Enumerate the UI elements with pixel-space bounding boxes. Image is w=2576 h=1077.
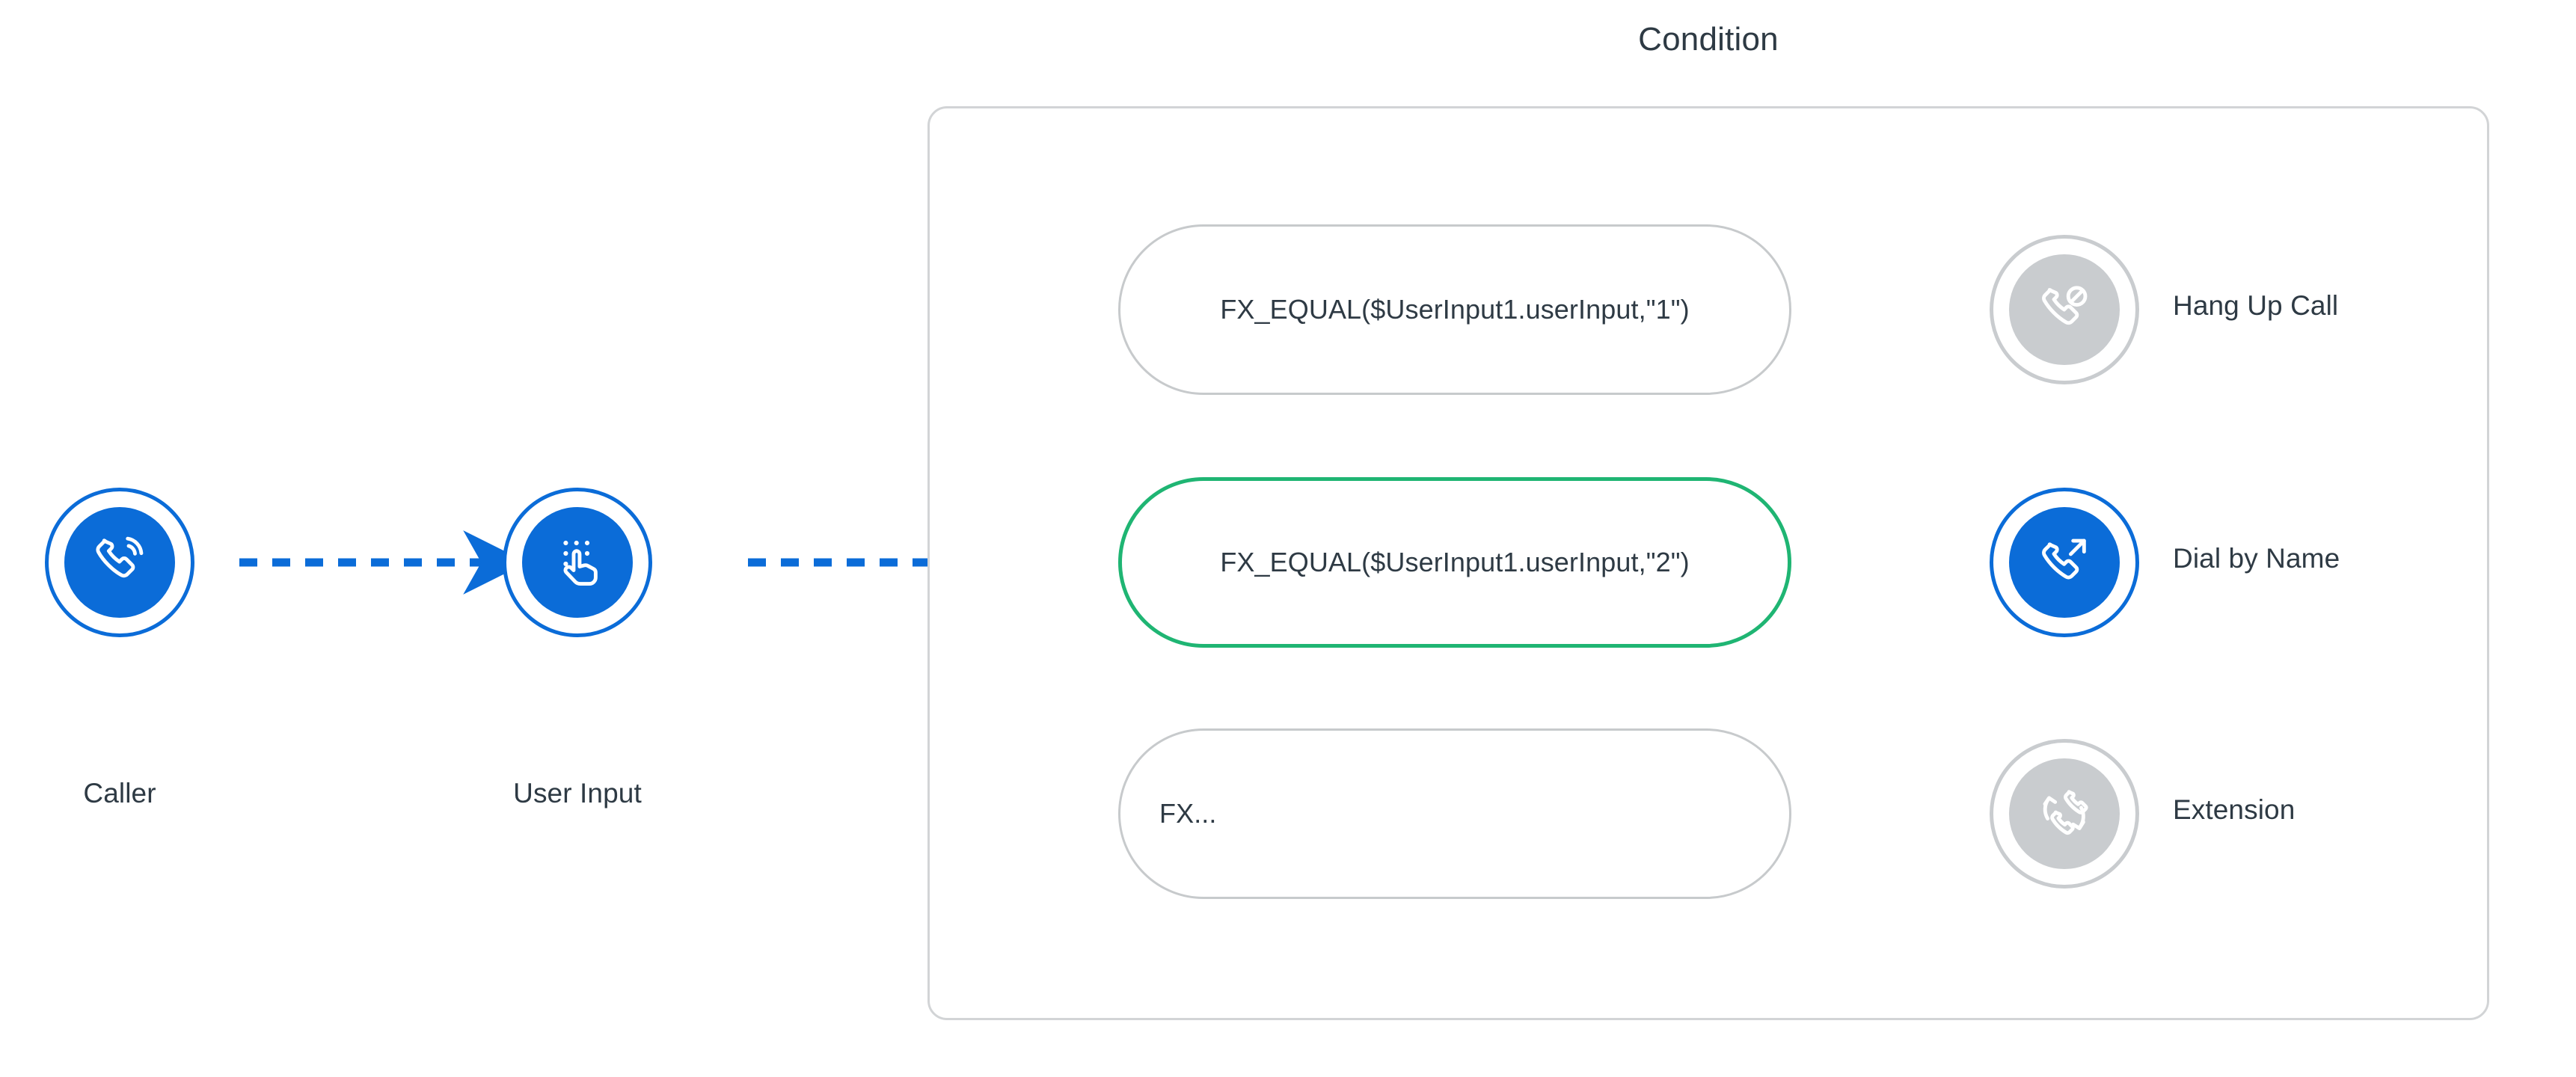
incoming-call-icon [96,536,144,578]
condition-expression-pill-3[interactable]: FX... [1118,728,1791,899]
outgoing-call-icon [2042,538,2086,580]
node-disc [64,507,175,618]
action-node-dial-by-name-label: Dial by Name [2173,543,2340,574]
condition-expression-pill-2[interactable]: FX_EQUAL($UserInput1.userInput,"2") [1118,477,1791,648]
flow-node-caller-label: Caller [83,778,156,808]
condition-expression-text: FX_EQUAL($UserInput1.userInput,"1") [1220,294,1690,325]
condition-expression-text: FX... [1159,798,1217,829]
action-node-hang-up-call[interactable] [1990,235,2139,384]
node-disc [522,507,633,618]
action-node-hang-up-call-label: Hang Up Call [2173,290,2339,321]
action-node-extension[interactable] [1990,739,2139,889]
flow-node-user-input-label: User Input [513,778,642,808]
action-node-extension-label: Extension [2173,794,2296,825]
condition-panel-title: Condition [1638,21,1779,58]
flow-node-user-input[interactable] [503,488,652,637]
hang-up-call-icon [2042,286,2088,325]
node-disc [2009,507,2120,618]
node-disc [2009,254,2120,365]
flow-node-caller[interactable] [45,488,194,637]
call-transfer-icon [2043,790,2088,835]
keypad-touch-icon [563,540,598,586]
action-node-dial-by-name[interactable] [1990,488,2139,637]
node-disc [2009,758,2120,869]
condition-expression-pill-1[interactable]: FX_EQUAL($UserInput1.userInput,"1") [1118,224,1791,395]
condition-expression-text: FX_EQUAL($UserInput1.userInput,"2") [1220,547,1690,577]
